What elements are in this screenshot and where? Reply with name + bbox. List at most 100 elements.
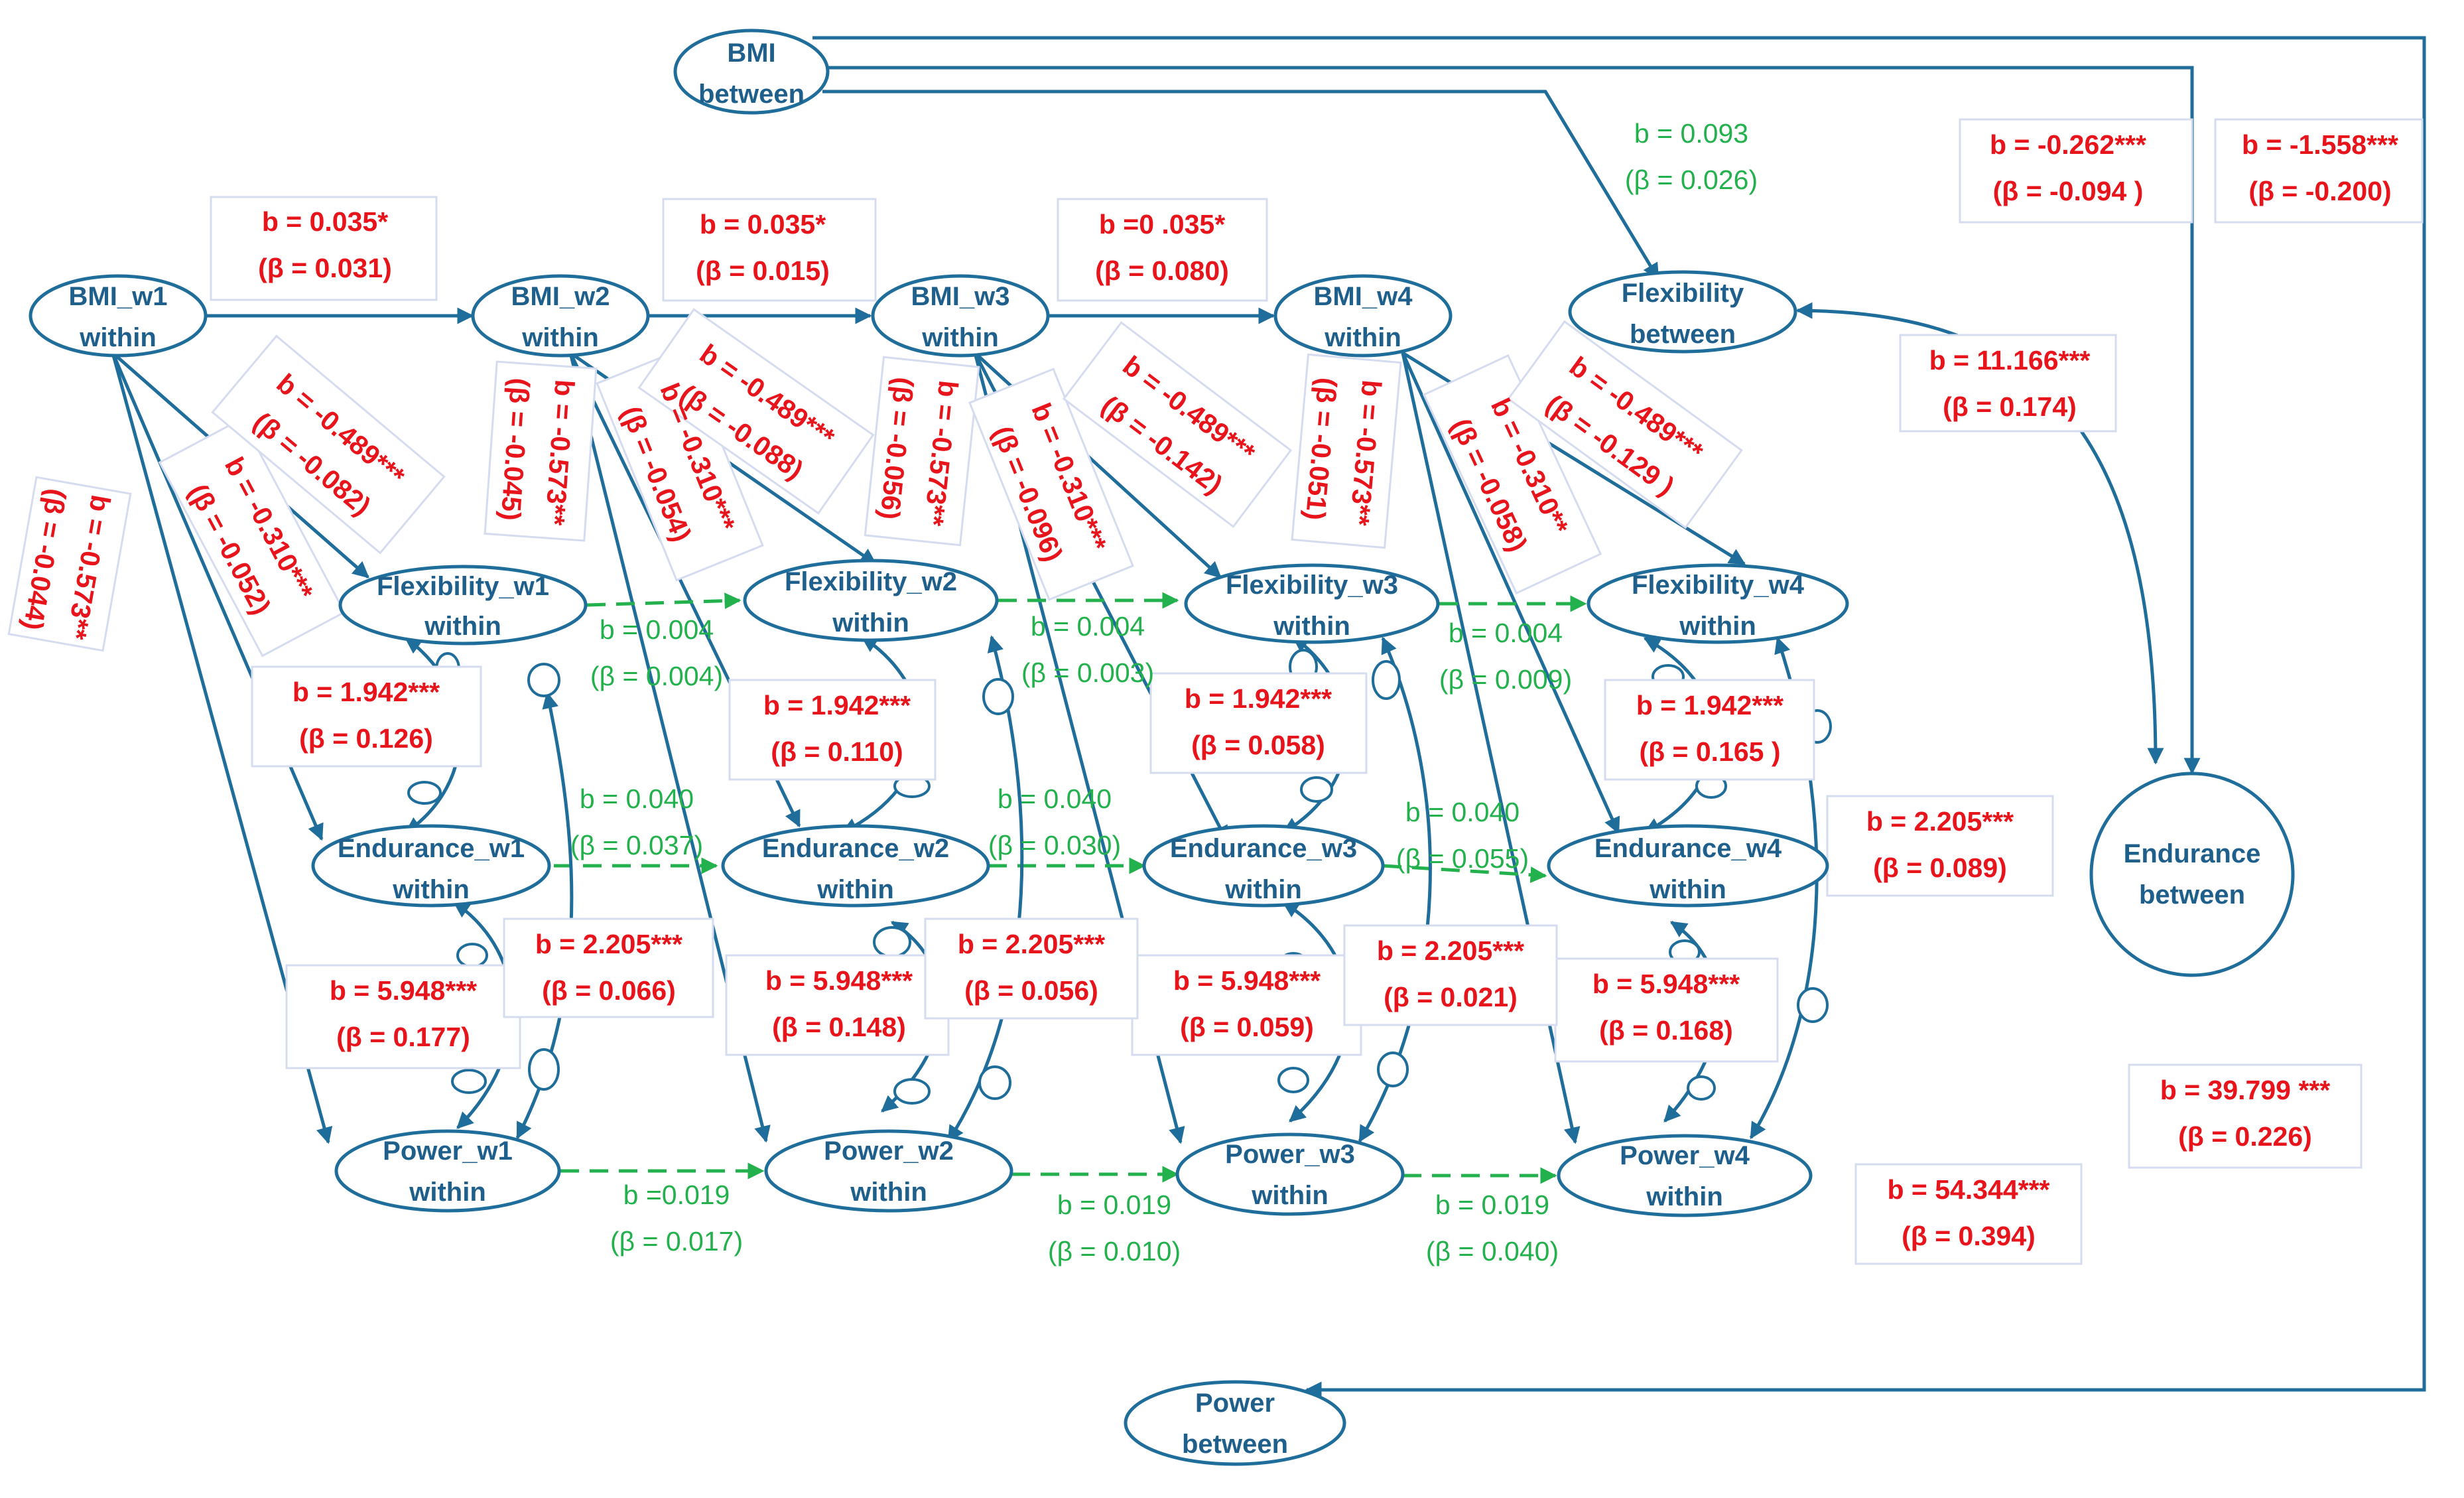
covariance-marker (893, 1078, 931, 1105)
flexibility-w1-to-w2-arrow (586, 592, 742, 610)
node-label-line2: within (816, 875, 894, 904)
node-label-line1: Power_w1 (383, 1136, 513, 1166)
coef-beta: (β = 0.040) (1426, 1236, 1559, 1266)
node-shape (311, 824, 551, 908)
coef-b: b = 1.942*** (763, 690, 911, 720)
label-box (1854, 1163, 2083, 1265)
flexibility-between-node[interactable]: Flexibility between (1568, 270, 1797, 354)
coef-beta: (β = 0.009) (1439, 664, 1572, 695)
bmi-between-to-flexibility-between-arrow (822, 90, 1660, 281)
node-label-line1: Endurance_w2 (762, 834, 949, 863)
node-label-line1: Endurance_w1 (338, 834, 525, 863)
coef-beta: (β = 0.059) (1180, 1012, 1314, 1042)
label-box (1899, 334, 2117, 433)
node-shape (334, 1129, 561, 1213)
coef-beta: (β = 0.165 ) (1639, 736, 1780, 767)
covariance-marker (1687, 1075, 1716, 1101)
coef-b: b = 5.948*** (1173, 965, 1321, 996)
power-w2-node[interactable]: Power_w2 within (764, 1129, 1013, 1213)
coef-beta: (β = 0.168) (1599, 1015, 1733, 1046)
power-w4-node[interactable]: Power_w4 within (1557, 1134, 1813, 1217)
coef-beta: (β = -0.094 ) (1993, 176, 2144, 206)
endurance-w1-node[interactable]: Endurance_w1 within (311, 824, 551, 908)
power-w3-node[interactable]: Power_w3 within (1175, 1132, 1405, 1216)
flexibility-w2-node[interactable]: Flexibility_w2 within (743, 559, 999, 642)
coef-beta: (β = 0.026) (1625, 165, 1758, 195)
node-label-line1: Power_w4 (1620, 1141, 1750, 1170)
node-shape (1547, 824, 1829, 908)
flexibility-w3-node[interactable]: Flexibility_w3 within (1184, 563, 1440, 644)
label-box (1149, 672, 1368, 774)
node-shape (1184, 563, 1440, 644)
coef-b: b =0.019 (623, 1180, 730, 1210)
endurance-w3-node[interactable]: Endurance_w3 within (1142, 824, 1385, 908)
flexibility-w4-node[interactable]: Flexibility_w4 within (1587, 563, 1849, 644)
label-box (728, 679, 937, 781)
coef-beta: (β = 0.080) (1095, 255, 1229, 286)
coef-b: b = 0.019 (1435, 1190, 1549, 1220)
node-shape (743, 559, 999, 642)
coef-b: b = 0.040 (580, 783, 694, 814)
node-label-line2: within (1324, 323, 1401, 352)
coef-b: b = 0.004 (1449, 618, 1563, 648)
bmi-w4-to-endurance-w4-arrow (1401, 352, 1620, 835)
coef-beta: (β = 0.017) (610, 1226, 743, 1257)
coef-beta: (β = 0.055) (1396, 843, 1529, 874)
power-between-node[interactable]: Power between (1124, 1380, 1346, 1466)
node-label-line2: between (2139, 880, 2245, 910)
node-label-line2: within (1679, 612, 1756, 641)
node-label-line2: within (1273, 612, 1350, 641)
label-box (1507, 320, 1743, 529)
endurance-between-node[interactable]: Endurance between (2089, 772, 2295, 977)
coef-b: b = 2.205*** (1866, 806, 2014, 837)
node-label-line1: Endurance_w4 (1594, 834, 1782, 863)
power-w1-node[interactable]: Power_w1 within (334, 1129, 561, 1213)
node-label-line2: within (832, 608, 909, 638)
coefficient-boxes (7, 118, 2424, 1265)
coef-b: b = 0.004 (1031, 611, 1145, 642)
node-shape (871, 274, 1050, 358)
node-label-line2: within (409, 1178, 486, 1207)
label-box (2128, 1063, 2363, 1169)
node-shape (1175, 1132, 1405, 1216)
coef-b: b = 2.205*** (1377, 935, 1524, 966)
coef-beta: (β = 0.066) (542, 975, 676, 1006)
label-box (1422, 354, 1602, 595)
coef-b: b = 0.035* (700, 209, 826, 239)
covariance-marker (527, 663, 560, 697)
coefficient-labels: b = 0.035* (β = 0.031) b = 0.035* (β = 0… (17, 118, 2398, 1266)
coef-beta: (β = 0.003) (1021, 657, 1154, 688)
label-box (864, 356, 980, 547)
coef-beta: (β = 0.126) (299, 723, 433, 754)
bmi-w2-node[interactable]: BMI_w2 within (471, 274, 650, 358)
coef-beta: (β = 0.021) (1384, 982, 1518, 1012)
label-box (210, 196, 438, 301)
bmi-w1-node[interactable]: BMI_w1 within (29, 274, 208, 358)
node-shape (764, 1129, 1013, 1213)
label-box (924, 918, 1139, 1020)
label-box (1554, 957, 1779, 1063)
label-box (1959, 118, 2193, 224)
coef-b: b = 1.942*** (292, 677, 440, 707)
label-box (285, 964, 521, 1069)
endurance-w2-node[interactable]: Endurance_w2 within (721, 824, 990, 908)
covariance-marker (1797, 987, 1829, 1023)
coef-b: b = 5.948*** (330, 975, 477, 1006)
coef-beta: (β = 0.174) (1943, 391, 2077, 422)
flexibility-w1-node[interactable]: Flexibility_w1 within (338, 565, 588, 646)
bmi-w4-node[interactable]: BMI_w4 within (1273, 274, 1453, 358)
endurance-w4-node[interactable]: Endurance_w4 within (1547, 824, 1829, 908)
bmi-between-to-power-between-arrow (812, 36, 2426, 1398)
covariance-marker (451, 1069, 487, 1094)
node-label-line1: Endurance_w3 (1170, 834, 1357, 863)
label-box (1291, 353, 1402, 549)
coef-b: b = 5.948*** (765, 965, 913, 996)
bmi-between-node[interactable]: BMI between (673, 29, 830, 115)
node-label-line2: within (1251, 1181, 1329, 1210)
bmi-w3-node[interactable]: BMI_w3 within (871, 274, 1050, 358)
coef-beta: (β = 0.056) (964, 975, 1098, 1006)
node-label-line2: within (1646, 1182, 1723, 1211)
coef-b: b = 0.040 (998, 783, 1112, 814)
